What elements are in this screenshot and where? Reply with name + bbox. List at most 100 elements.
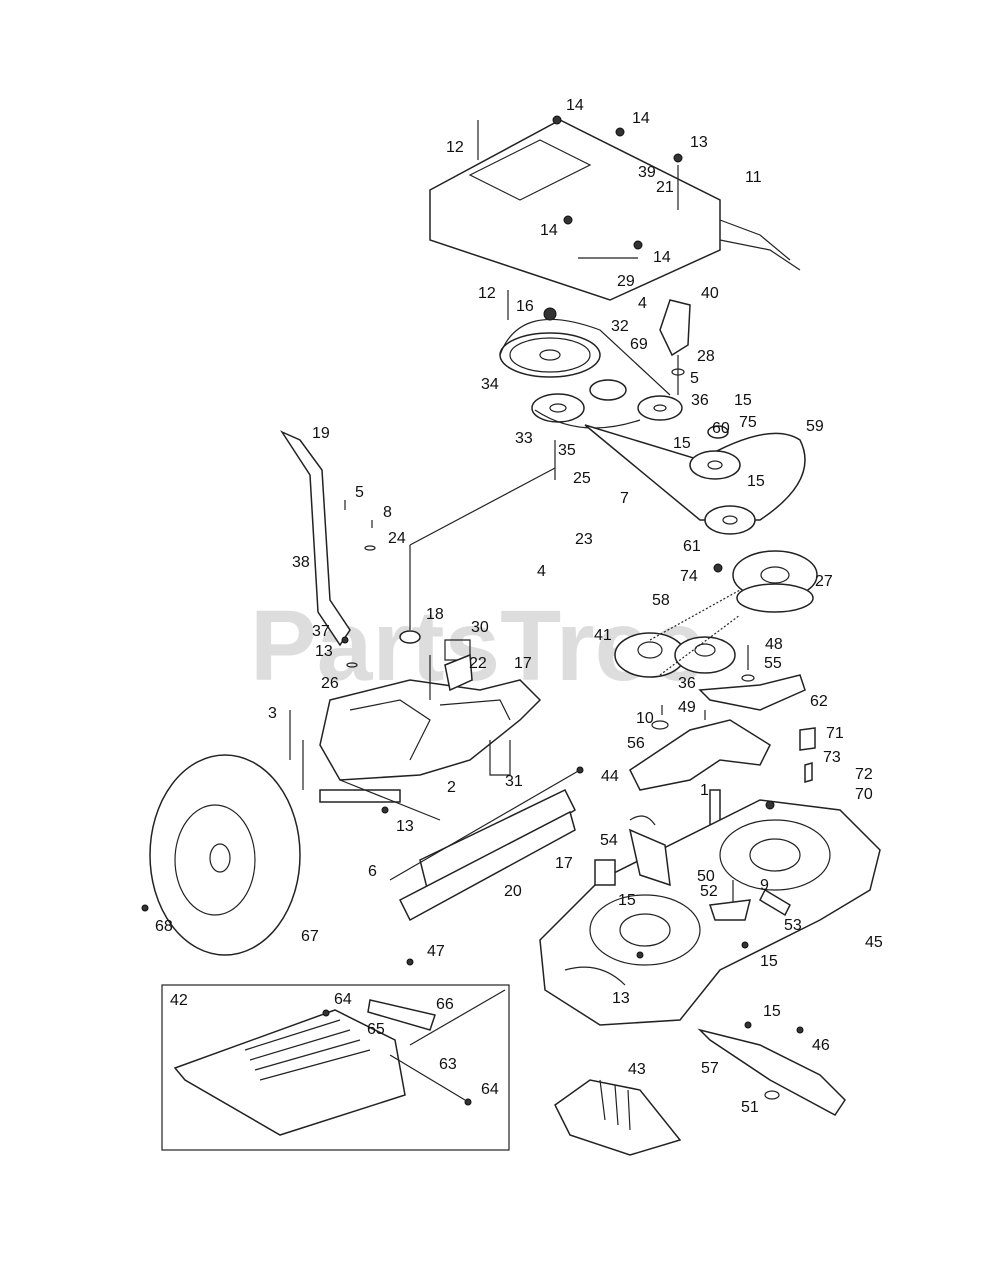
- clutch-pulley-assembly: [614, 550, 818, 678]
- callout-5-2: 5: [690, 370, 699, 387]
- bolts-top: [477, 115, 683, 321]
- callout-17: 17: [514, 655, 532, 672]
- callout-67: 67: [301, 928, 319, 945]
- callout-75: 75: [739, 414, 757, 431]
- callout-14-4: 14: [653, 249, 671, 266]
- callout-64-2: 64: [481, 1081, 499, 1098]
- callout-11: 11: [745, 169, 762, 186]
- callout-59: 59: [806, 418, 824, 435]
- callout-9: 9: [760, 877, 769, 894]
- callout-70: 70: [855, 786, 873, 803]
- callout-6: 6: [368, 863, 377, 880]
- drive-rod: [389, 766, 584, 922]
- callout-30: 30: [471, 619, 489, 636]
- callout-34: 34: [481, 376, 499, 393]
- callout-10: 10: [636, 710, 654, 727]
- callout-48: 48: [765, 636, 783, 653]
- callout-66: 66: [436, 996, 454, 1013]
- callout-41: 41: [594, 627, 612, 644]
- callout-61: 61: [683, 538, 701, 555]
- inset-box: 42: [161, 958, 510, 1151]
- callout-73: 73: [823, 749, 841, 766]
- callout-69: 69: [630, 336, 648, 353]
- callout-16: 16: [516, 298, 534, 315]
- callout-32: 32: [611, 318, 629, 335]
- callout-15: 15: [734, 392, 752, 409]
- callout-17-2: 17: [555, 855, 573, 872]
- deck-belt-assembly: [584, 424, 806, 535]
- callout-12-2: 12: [478, 285, 496, 302]
- callout-55: 55: [764, 655, 782, 672]
- callout-56: 56: [627, 735, 645, 752]
- callout-49: 49: [678, 699, 696, 716]
- callout-1: 1: [700, 782, 709, 799]
- callout-13: 13: [690, 134, 708, 151]
- callout-53: 53: [784, 917, 802, 934]
- callout-14: 14: [566, 97, 584, 114]
- callout-4-2: 4: [537, 563, 546, 580]
- transaxle: [289, 630, 542, 814]
- callout-33: 33: [515, 430, 533, 447]
- callout-43: 43: [628, 1061, 646, 1078]
- callout-15-5: 15: [760, 953, 778, 970]
- callout-38: 38: [292, 554, 310, 571]
- callout-51: 51: [741, 1099, 759, 1116]
- callout-46: 46: [812, 1037, 830, 1054]
- callout-8: 8: [383, 504, 392, 521]
- callout-57: 57: [701, 1060, 719, 1077]
- callout-15-3: 15: [747, 473, 765, 490]
- callout-28: 28: [697, 348, 715, 365]
- callout-47: 47: [427, 943, 445, 960]
- callout-31: 31: [505, 773, 523, 790]
- mower-deck: [539, 799, 881, 1029]
- callout-29: 29: [617, 273, 635, 290]
- callout-4: 4: [638, 295, 647, 312]
- callout-18: 18: [426, 606, 444, 623]
- callout-36: 36: [691, 392, 709, 409]
- callout-39: 39: [638, 164, 656, 181]
- mulch-plug: [554, 1079, 682, 1156]
- idler-bracket: [659, 299, 691, 395]
- deck-brackets: [629, 645, 816, 831]
- callout-23: 23: [575, 531, 593, 548]
- callout-63: 63: [439, 1056, 457, 1073]
- callout-62: 62: [810, 693, 828, 710]
- callout-52: 52: [700, 883, 718, 900]
- callout-50: 50: [697, 868, 715, 885]
- callout-26: 26: [321, 675, 339, 692]
- callout-27: 27: [815, 573, 833, 590]
- callout-35: 35: [558, 442, 576, 459]
- callout-54: 54: [600, 832, 618, 849]
- callout-68: 68: [155, 918, 173, 935]
- callout-labels: 1234455678910111212131313131414141415151…: [155, 97, 883, 1116]
- callout-58: 58: [652, 592, 670, 609]
- blade: [697, 1026, 846, 1116]
- callout-15-4: 15: [618, 892, 636, 909]
- callout-5: 5: [355, 484, 364, 501]
- rear-wheel: [141, 754, 301, 956]
- callout-74: 74: [680, 568, 698, 585]
- callout-12: 12: [446, 139, 464, 156]
- callout-37: 37: [312, 623, 330, 640]
- callout-15-2: 15: [673, 435, 691, 452]
- callout-21: 21: [656, 179, 674, 196]
- callout-65: 65: [367, 1021, 385, 1038]
- callout-14-3: 14: [540, 222, 558, 239]
- inset-label: 42: [170, 992, 188, 1009]
- callout-60: 60: [712, 420, 730, 437]
- callout-45: 45: [865, 934, 883, 951]
- callout-13-4: 13: [612, 990, 630, 1007]
- callout-24: 24: [388, 530, 406, 547]
- callout-15-6: 15: [763, 1003, 781, 1020]
- callout-72: 72: [855, 766, 873, 783]
- callout-25: 25: [573, 470, 591, 487]
- callout-22: 22: [469, 655, 487, 672]
- callout-71: 71: [826, 725, 844, 742]
- callout-2: 2: [447, 779, 456, 796]
- callout-19: 19: [312, 425, 330, 442]
- upper-belt-assembly: [499, 318, 683, 429]
- shift-lever: [279, 430, 376, 668]
- callout-44: 44: [601, 768, 619, 785]
- callout-7: 7: [620, 490, 629, 507]
- callout-40: 40: [701, 285, 719, 302]
